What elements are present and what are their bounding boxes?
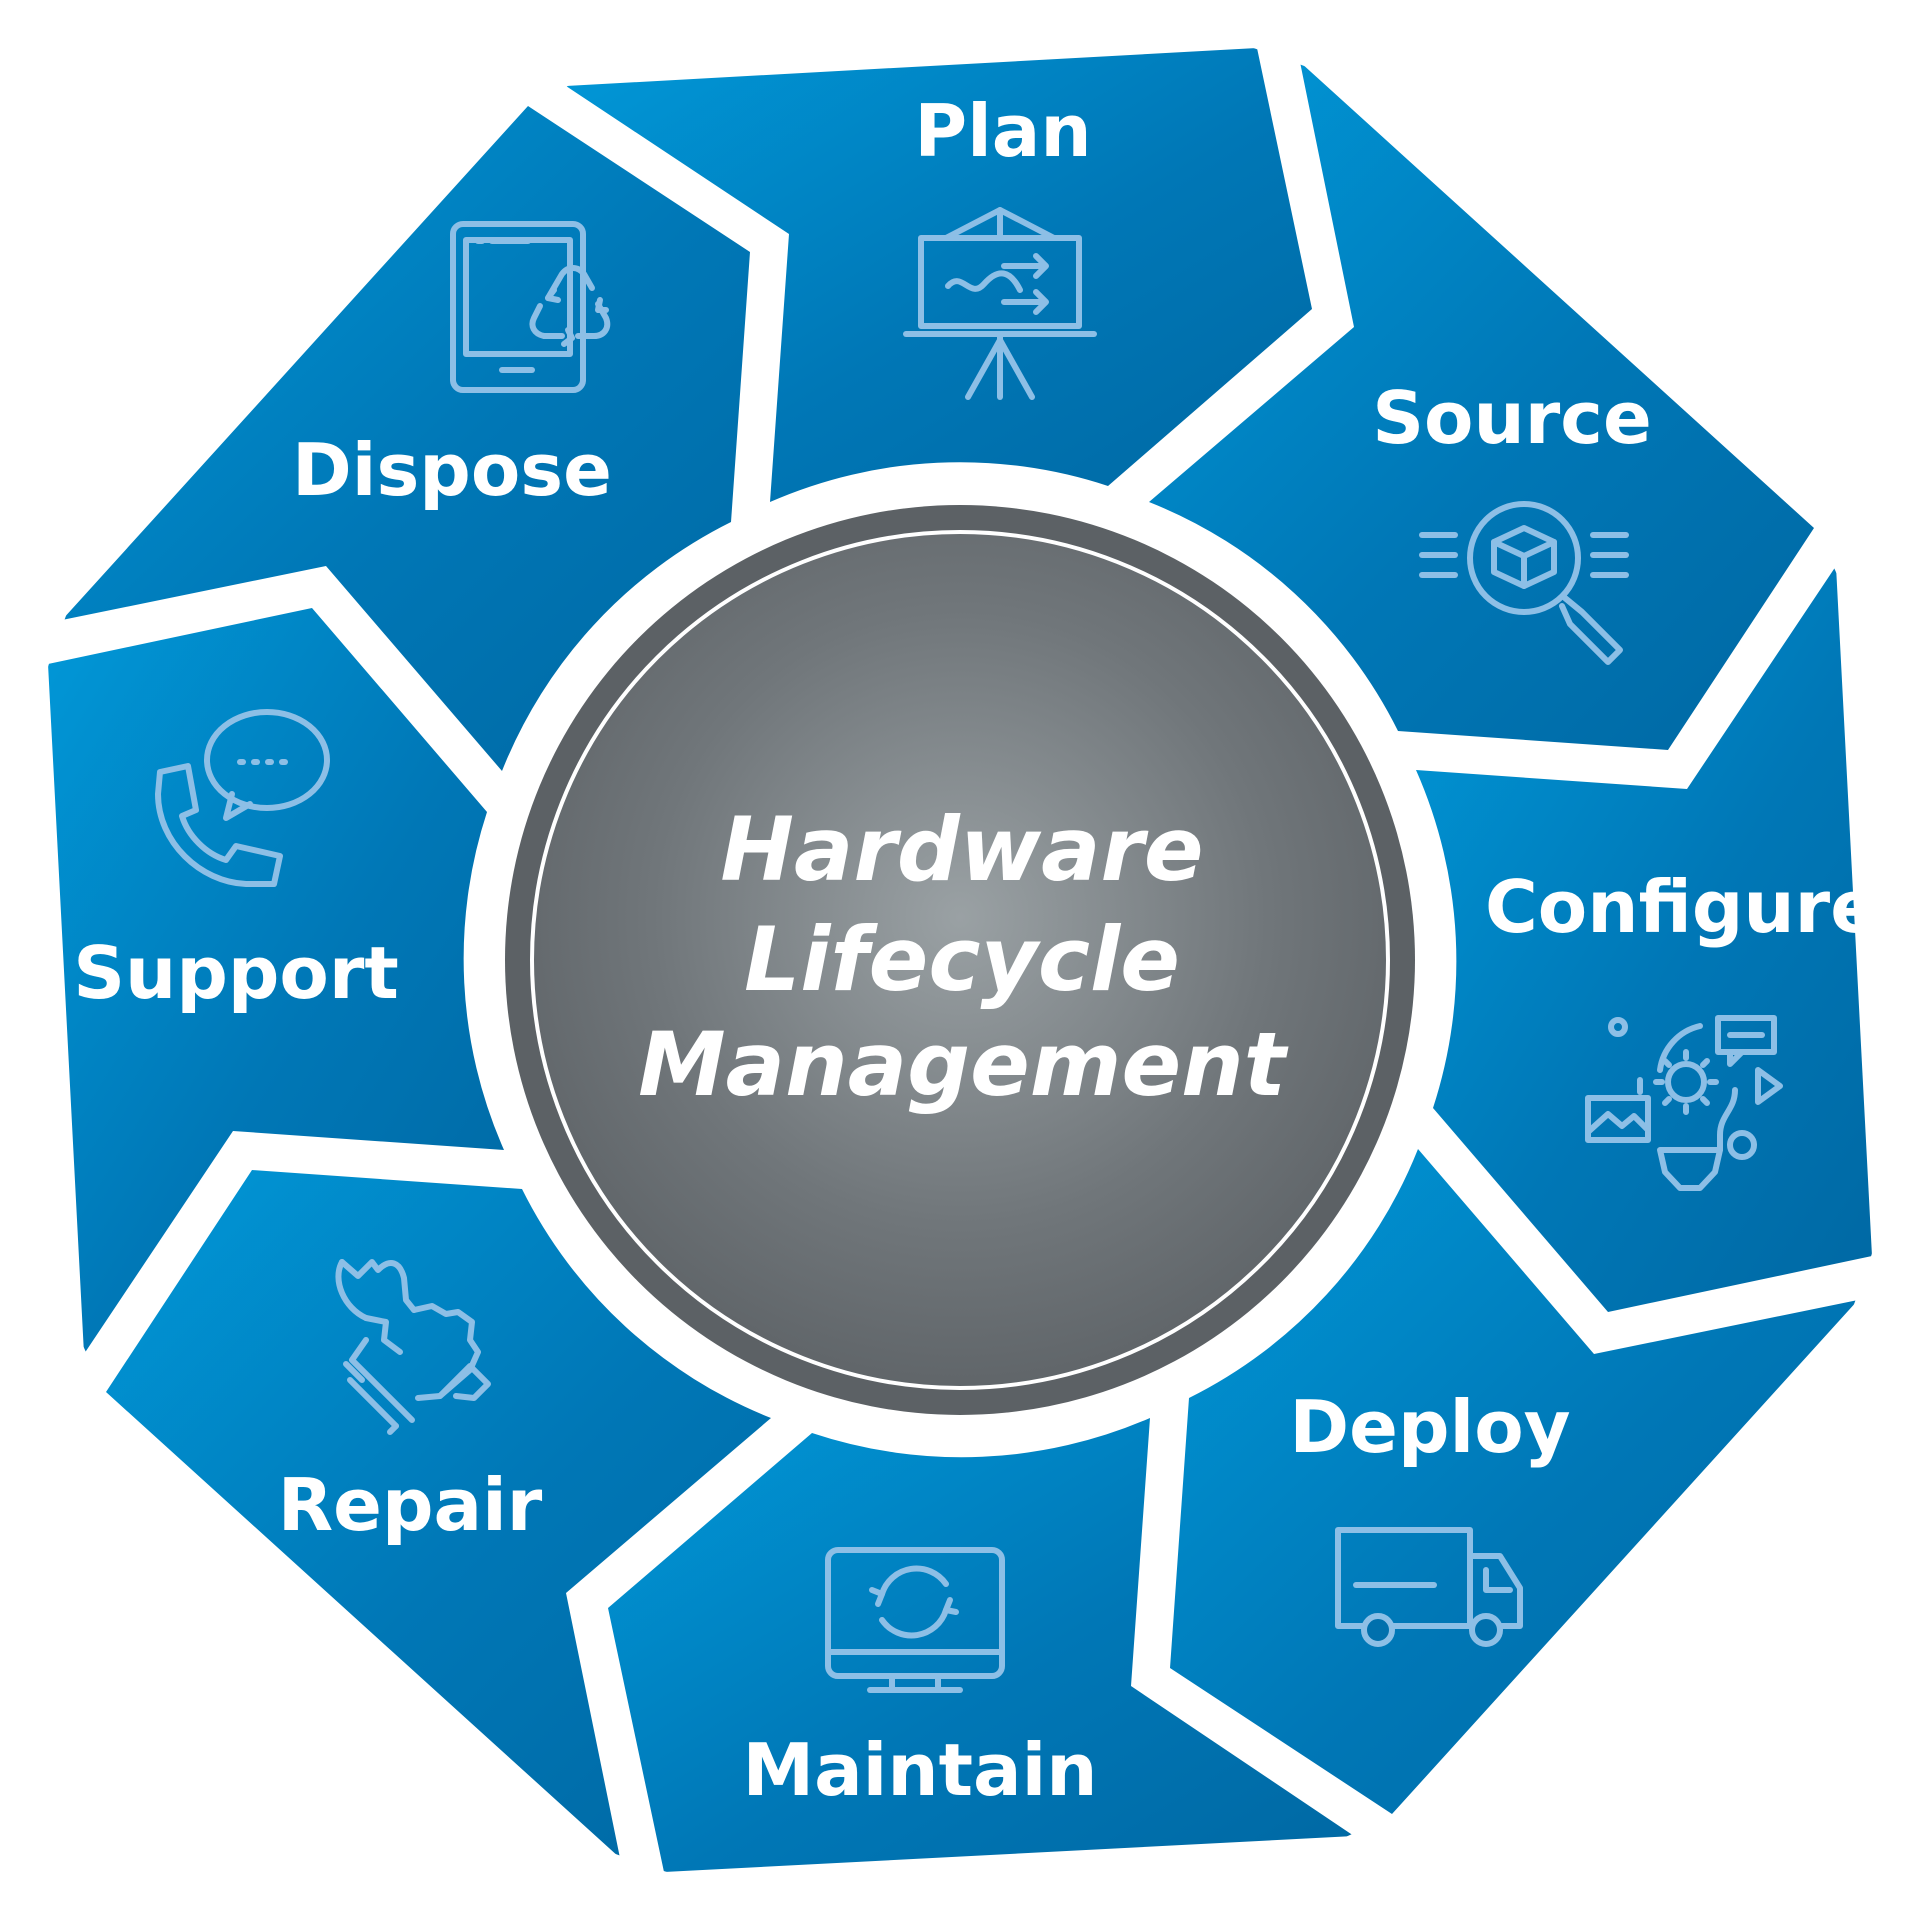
stage-label-plan: Plan — [914, 89, 1091, 173]
hub-title-line-2: Lifecycle — [744, 908, 1180, 1011]
stage-label-support: Support — [73, 931, 399, 1015]
stage-label-deploy: Deploy — [1289, 1385, 1570, 1469]
stage-label-repair: Repair — [278, 1463, 543, 1547]
stage-label-configure: Configure — [1485, 865, 1879, 949]
segment-configure — [1416, 566, 1872, 1312]
stage-label-maintain: Maintain — [742, 1728, 1097, 1812]
stage-label-dispose: Dispose — [292, 428, 612, 512]
magnify-box-icon — [1419, 501, 1629, 665]
segment-maintain — [608, 1418, 1354, 1872]
delivery-truck-icon — [1335, 1527, 1523, 1647]
segment-support — [48, 608, 504, 1354]
presentation-board-icon — [903, 207, 1097, 400]
tablet-recycle-icon — [450, 221, 611, 393]
hub-title-line-1: Hardware — [720, 798, 1203, 901]
phone-chat-icon — [155, 709, 330, 887]
segment-repair — [106, 1170, 771, 1858]
gear-ideas-icon — [1585, 1015, 1783, 1191]
monitor-refresh-icon — [825, 1547, 1005, 1693]
segment-deploy — [1170, 1149, 1858, 1814]
segment-plan — [566, 48, 1312, 502]
stage-label-source: Source — [1372, 376, 1652, 460]
wrench-hand-icon — [335, 1259, 491, 1435]
segment-source — [1149, 62, 1814, 750]
hub-title-line-3: Management — [638, 1013, 1289, 1116]
hub-disc — [530, 530, 1390, 1390]
